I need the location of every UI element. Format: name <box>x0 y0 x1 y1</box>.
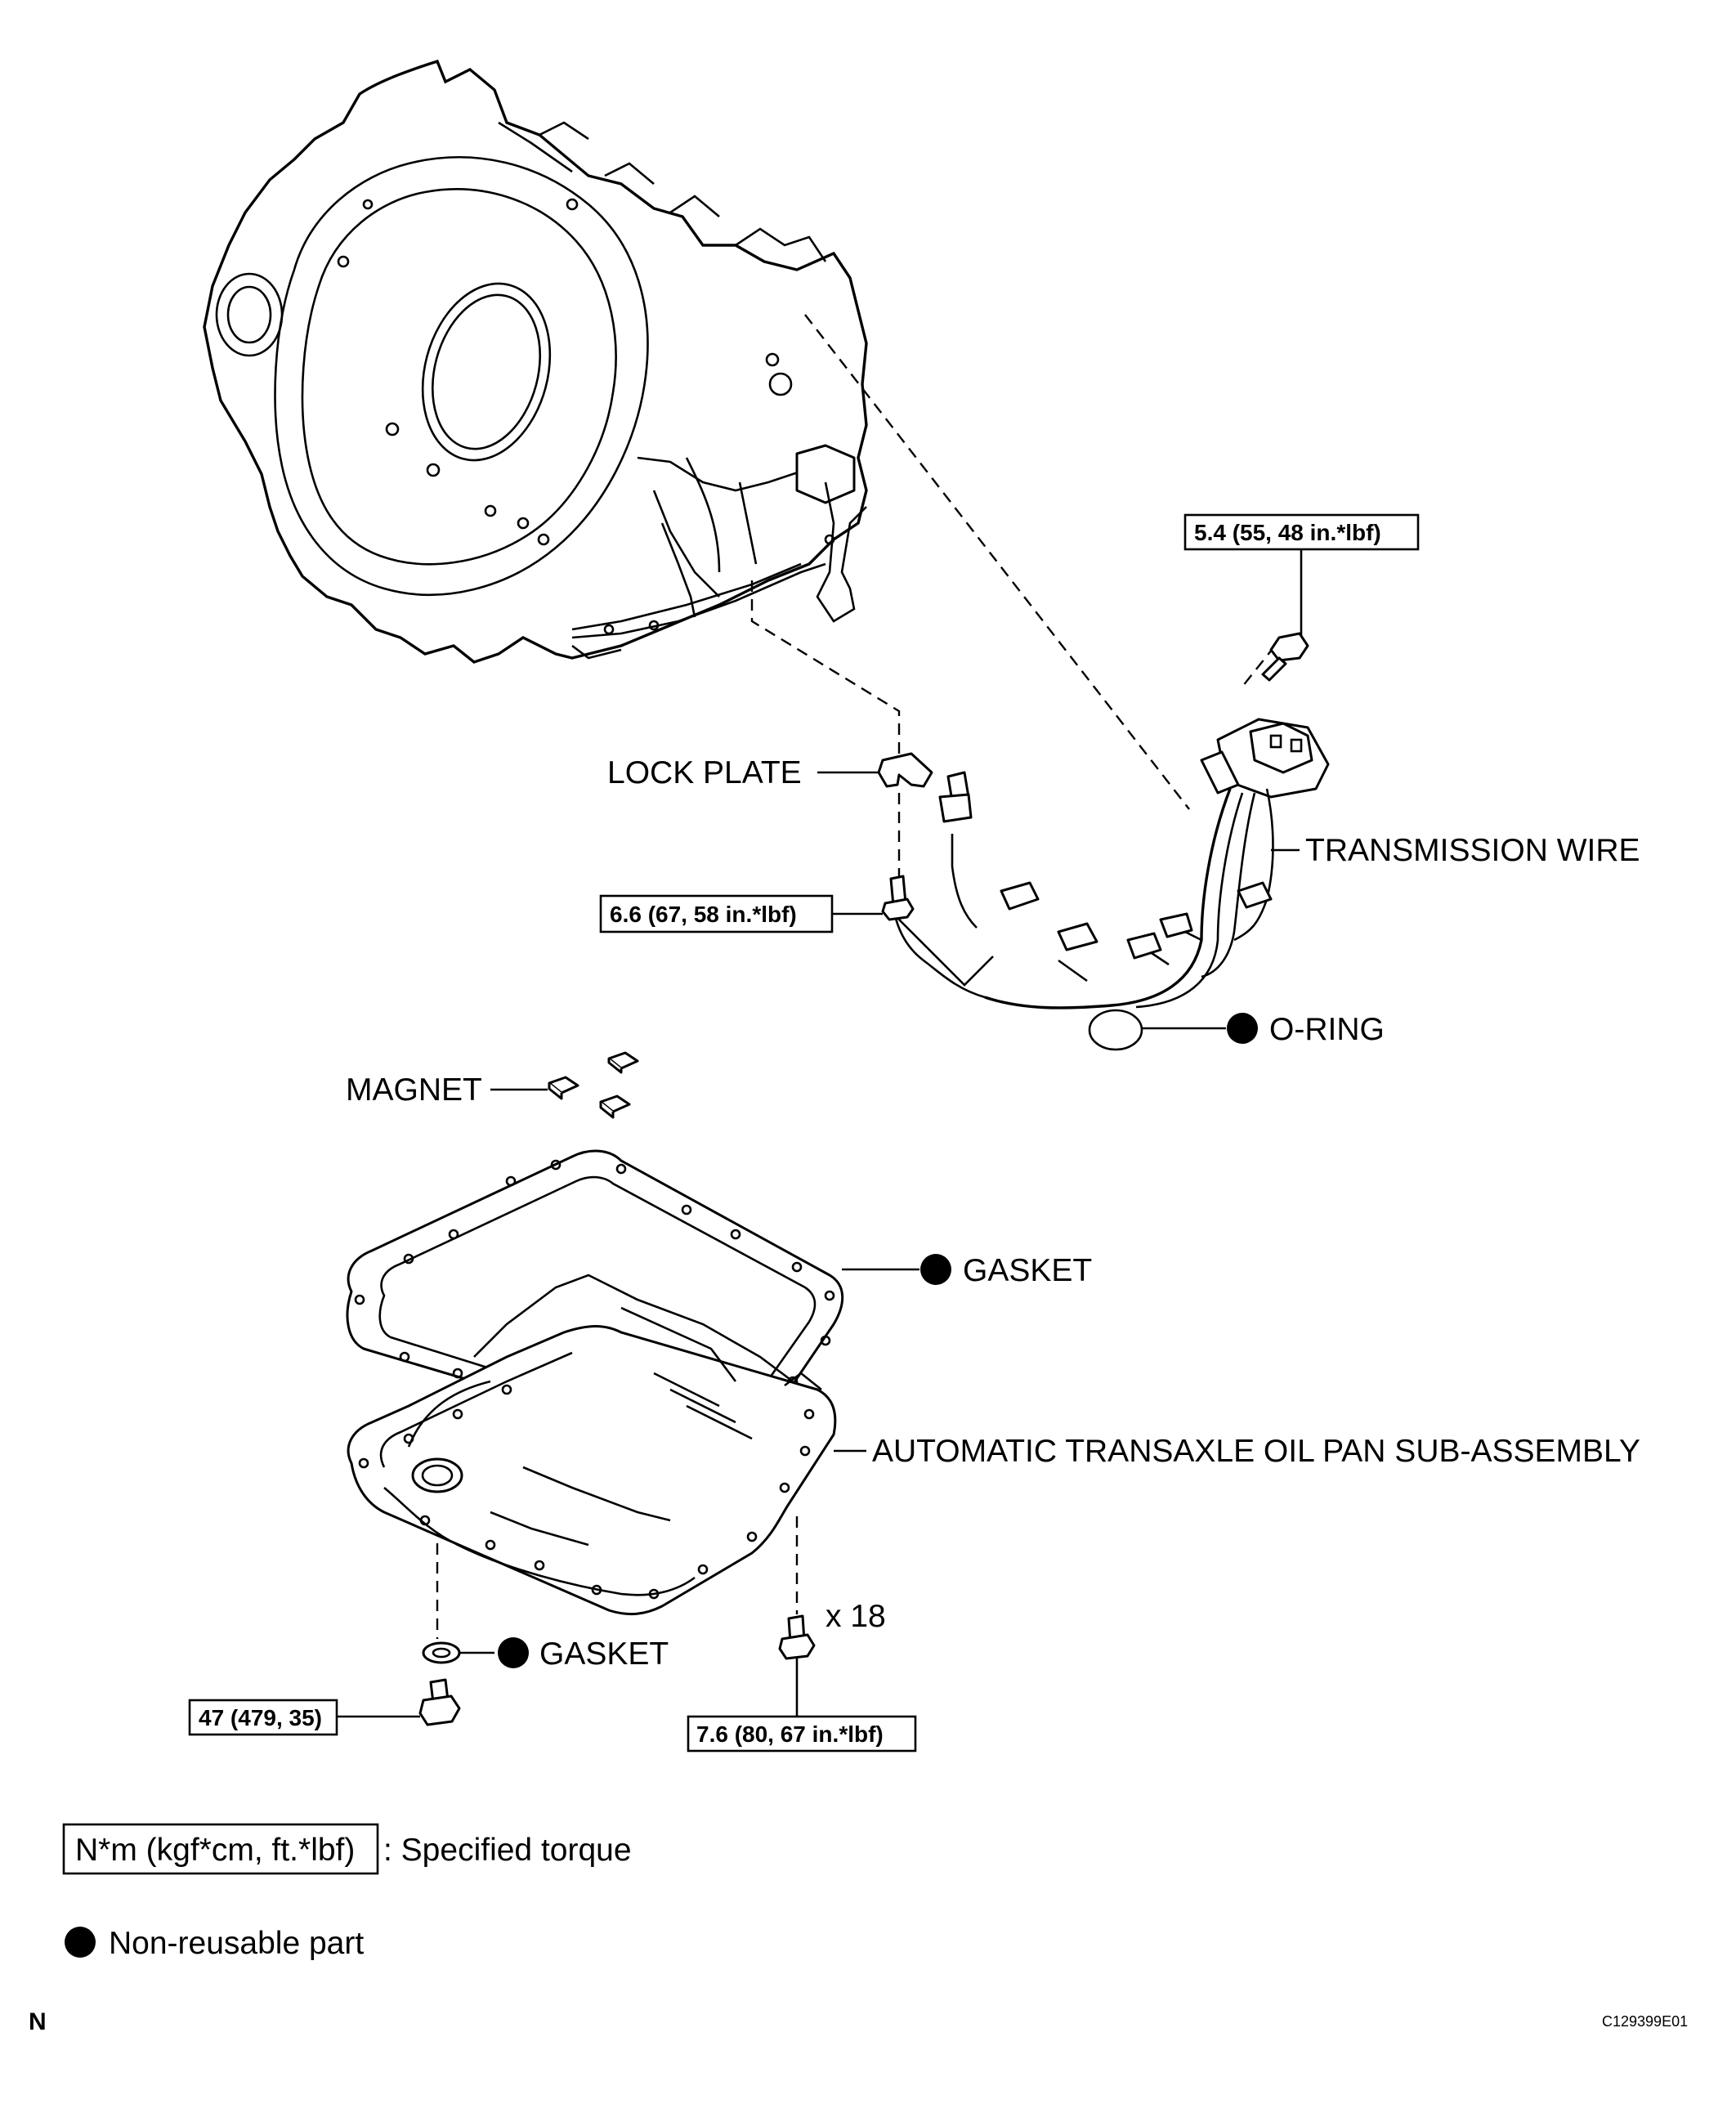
label-gasket-lower: GASKET <box>539 1636 669 1672</box>
legend-nonreusable-mark <box>65 1927 96 1958</box>
torque-box-drain-plug <box>188 1699 338 1736</box>
magnets <box>548 1051 639 1119</box>
label-lock-plate: LOCK PLATE <box>607 755 802 790</box>
nonreusable-mark-gasket-upper <box>920 1254 951 1285</box>
torque-wire-bolt: 5.4 (55, 48 in.*lbf) <box>1194 520 1381 545</box>
torque-box-pan-bolt <box>687 1715 917 1753</box>
legend-torque-box <box>62 1823 379 1875</box>
oil-pan-sub-assembly <box>347 1274 837 1615</box>
o-ring-part <box>1088 1009 1143 1051</box>
torque-drain-plug: 47 (479, 35) <box>199 1705 322 1730</box>
pan-bolt <box>778 1614 816 1660</box>
legend-torque-unit: N*m (kgf*cm, ft.*lbf) <box>75 1833 355 1868</box>
wire-connector-alignment-line <box>804 314 1190 810</box>
footer-mark: N <box>29 2008 47 2035</box>
wire-bolt-alignment-line <box>1242 645 1276 687</box>
label-oil-pan: AUTOMATIC TRANSAXLE OIL PAN SUB-ASSEMBLY <box>872 1434 1640 1469</box>
label-qty: x 18 <box>825 1599 886 1634</box>
drain-gasket-part <box>422 1641 461 1664</box>
label-o-ring: O-RING <box>1269 1012 1385 1047</box>
label-transmission-wire: TRANSMISSION WIRE <box>1305 833 1640 868</box>
lock-plate-alignment-line <box>750 580 901 764</box>
label-magnet: MAGNET <box>346 1072 482 1108</box>
label-gasket-upper: GASKET <box>963 1253 1092 1288</box>
wire-bolt <box>1261 632 1309 682</box>
legend-torque-desc: : Specified torque <box>383 1833 632 1868</box>
nonreusable-mark-gasket-lower <box>498 1637 529 1668</box>
drain-plug <box>418 1678 461 1726</box>
torque-box-lock-plate-bolt <box>599 894 834 933</box>
transmission-wire-harness <box>893 718 1330 1009</box>
figure-code: C129399E01 <box>1602 2013 1688 2030</box>
torque-box-wire-bolt <box>1183 513 1420 551</box>
torque-pan-bolt: 7.6 (80, 67 in.*lbf) <box>696 1721 884 1747</box>
nonreusable-mark-o-ring <box>1227 1013 1258 1044</box>
lock-plate <box>877 752 933 788</box>
legend-nonreusable-desc: Non-reusable part <box>109 1926 364 1961</box>
transaxle-case-illustration <box>203 59 868 664</box>
lock-plate-bolt <box>881 875 915 921</box>
torque-lock-plate-bolt: 6.6 (67, 58 in.*lbf) <box>610 902 797 927</box>
